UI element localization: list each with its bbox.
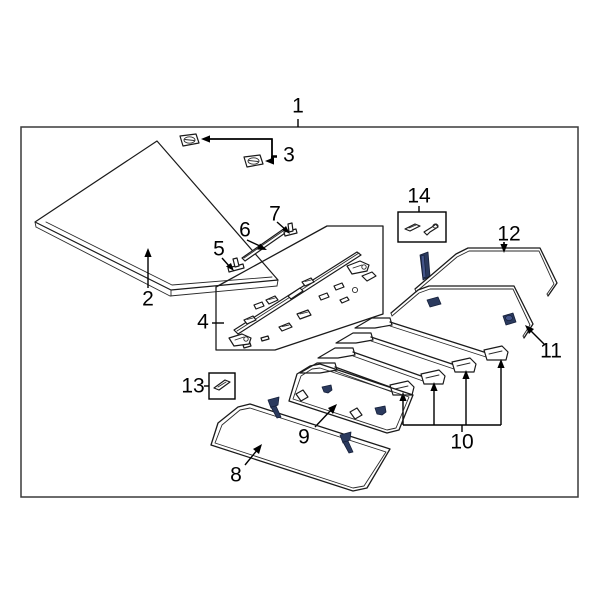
callout-label-3: 3 (283, 144, 295, 167)
callout-11-leader (525, 325, 546, 346)
callout-label-4: 4 (197, 311, 209, 334)
callout-6-leader (246, 239, 267, 250)
part-8-frame (210, 403, 391, 492)
callout-7-leader (276, 221, 290, 234)
callout-2-leader (144, 248, 152, 288)
callout-label-1: 1 (292, 95, 304, 118)
callout-label-6: 6 (239, 219, 251, 242)
part-13-clip (213, 379, 231, 391)
callout-label-13: 13 (181, 375, 204, 398)
callout-label-10: 10 (450, 431, 473, 454)
callout-9-leader (314, 404, 337, 428)
callout-label-12: 12 (497, 223, 520, 246)
callout-3-leader-branch (207, 138, 277, 165)
part-5-stud (227, 257, 245, 273)
part-14-inset-box (397, 211, 447, 243)
callout-5-leader (221, 257, 234, 271)
part-2-glass-panel (34, 140, 279, 297)
rail-3 (317, 347, 446, 385)
callout-label-2: 2 (142, 288, 154, 311)
part-3-clip-upper (179, 133, 200, 147)
blue-clip-9b (374, 405, 387, 416)
rail-1 (354, 317, 509, 361)
part-14-fasteners (404, 223, 439, 236)
part-7-stud (283, 222, 298, 237)
callout-label-9: 9 (298, 426, 310, 449)
callout-10-leader (399, 359, 505, 432)
callout-label-14: 14 (407, 185, 431, 208)
part-3-clip-lower (243, 154, 264, 168)
part-4-group-box (215, 225, 384, 351)
callout-label-8: 8 (230, 464, 242, 487)
blue-clip-9a (321, 384, 333, 394)
blue-screw-2 (339, 431, 354, 454)
callout-label-5: 5 (213, 238, 225, 261)
blue-clip-on-bar-11a (426, 296, 442, 308)
callout-12-leader (500, 242, 508, 253)
part-9-frame (288, 363, 414, 434)
part-13-inset-box (208, 372, 236, 400)
blue-clip-on-bar-11b (502, 312, 517, 326)
part-4-contents (228, 251, 377, 349)
callout-label-11: 11 (540, 340, 562, 363)
callout-8-leader (244, 444, 262, 466)
blue-screw-1 (267, 396, 282, 419)
rail-2 (335, 332, 477, 373)
callout-label-7: 7 (269, 203, 281, 226)
